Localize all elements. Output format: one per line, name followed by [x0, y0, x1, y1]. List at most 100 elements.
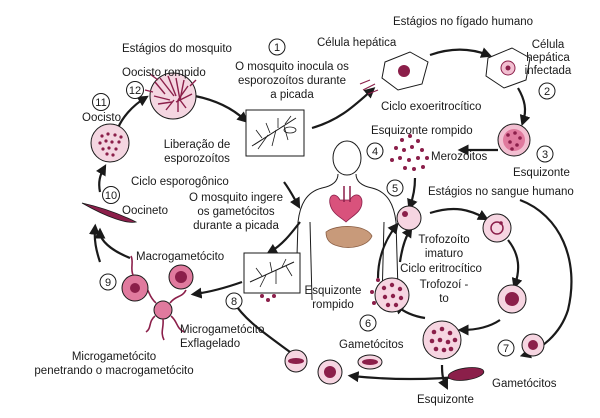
- label-esquizonte-right: Esquizonte: [513, 167, 570, 179]
- labels: Estágios do mosquito Célula hepática Est…: [34, 16, 573, 406]
- label-inocula-3: a picada: [270, 89, 314, 101]
- step-7: 7: [497, 339, 515, 357]
- label-oocineto: Oocineto: [122, 205, 168, 217]
- arrow-mosquito-to-human: [283, 181, 301, 209]
- step-11: 11: [92, 93, 110, 111]
- arrow-ookinete-to-oocyst: [95, 164, 107, 193]
- label-esquizonte-rompido-mid-2: rompido: [312, 299, 354, 311]
- ruptured-oocyst-image: [144, 72, 197, 120]
- svg-text:3: 3: [542, 149, 548, 161]
- label-oocisto-rompido: Oocisto rompido: [122, 67, 206, 79]
- label-celula-infectada-2: hepática: [526, 52, 570, 64]
- label-ingere-2: os gametócitos: [197, 206, 275, 218]
- mosquito-bite-image: [245, 109, 305, 157]
- arrow-liver-to-infected: [429, 47, 493, 58]
- arrow-esquizonte-bottom: [438, 364, 448, 390]
- label-merozoitos: Merozoitos: [431, 151, 487, 163]
- label-microgametocito-1: Microgametócito: [180, 324, 264, 336]
- label-penetrando-2: penetrando o macrogametócito: [34, 365, 193, 377]
- label-estagios-figado: Estágios no fígado humano: [393, 16, 533, 28]
- label-macrogametocito: Macrogametócito: [136, 251, 224, 263]
- label-trofozoito-2: imaturo: [425, 248, 463, 260]
- oocyst-image: [90, 123, 130, 163]
- label-ciclo-exo: Ciclo exoeritrocítico: [381, 101, 481, 113]
- label-inocula-1: O mosquito inocula os: [235, 61, 349, 73]
- step-8: 8: [225, 292, 243, 310]
- label-trofozoi-2: to: [439, 293, 449, 305]
- arrow-blood-1: [429, 207, 489, 221]
- svg-text:7: 7: [503, 343, 509, 355]
- step-6: 6: [359, 314, 377, 332]
- label-gametocitos-bottom: Gametócitos: [339, 339, 404, 351]
- label-trofozoi-1: Trofozoí -: [420, 279, 469, 291]
- label-oocisto: Oocisto: [82, 112, 121, 124]
- arrow-merozoites-to-blood: [407, 177, 418, 211]
- step-3: 3: [536, 145, 554, 163]
- liver-schizont-image: [497, 123, 531, 157]
- arrow-oocyst-to-bite: [194, 94, 249, 123]
- label-esquizonte-rompido-top: Esquizonte rompido: [371, 125, 473, 137]
- macrogametocyte-image: [168, 264, 194, 290]
- rbc-merozoite: [396, 205, 422, 231]
- label-microgametocito-2: Exflagelado: [180, 338, 240, 350]
- label-gametocitos-right: Gametócitos: [492, 378, 557, 390]
- ookinete-image: [81, 202, 138, 223]
- label-penetrando-1: Microgametócito: [72, 351, 156, 363]
- svg-text:8: 8: [231, 296, 237, 308]
- step-1: 1: [268, 38, 286, 56]
- arrow-inner-1: [398, 226, 413, 263]
- liver-cell-image: [359, 51, 429, 95]
- arrow-left-loop: [94, 227, 131, 260]
- step-4: 4: [366, 142, 384, 160]
- arrow-bite-to-liver: [311, 87, 376, 130]
- step-12: 12: [126, 81, 144, 99]
- label-estagios-sangue: Estágios no sangue humano: [428, 186, 574, 198]
- step-9: 9: [99, 273, 117, 291]
- step-5: 5: [386, 179, 404, 197]
- label-trofozoito-1: Trofozoíto: [418, 234, 469, 246]
- svg-text:6: 6: [365, 318, 371, 330]
- mosquito-ingest-image: [243, 252, 301, 302]
- label-esquizonte-rompido-mid-1: Esquizonte: [305, 285, 362, 297]
- step-10: 10: [102, 186, 120, 204]
- arrow-infected-to-schizont: [517, 87, 531, 127]
- infected-liver-cell-image: [485, 47, 531, 89]
- arrow-oocyst-to-ruptured: [116, 95, 149, 129]
- svg-text:12: 12: [129, 85, 141, 97]
- arrow-blood-3: [457, 319, 501, 336]
- svg-text:10: 10: [105, 190, 117, 202]
- ruptured-schizont-top-image: [390, 134, 429, 171]
- label-esquizonte-bottom: Esquizonte: [417, 394, 474, 406]
- zygote-image: [121, 255, 149, 302]
- step-numbers: 1 2 3 4 5 6 7 8 9 10 11 12: [92, 38, 556, 357]
- label-celula-hepatica: Célula hepática: [317, 37, 397, 49]
- label-celula-infectada-3: infectada: [525, 65, 572, 77]
- svg-text:5: 5: [392, 183, 398, 195]
- arrow-blood-2: [507, 239, 523, 290]
- label-estagios-mosquito: Estágios do mosquito: [122, 43, 232, 55]
- svg-text:2: 2: [544, 86, 550, 98]
- svg-text:4: 4: [372, 146, 378, 158]
- human-figure-image: [295, 140, 399, 301]
- label-ingere-1: O mosquito ingere: [189, 192, 283, 204]
- arrow-ingest-to-gametocytes: [190, 280, 243, 299]
- erythrocytic-cells: [284, 205, 545, 385]
- rbc-ring: [482, 213, 512, 243]
- svg-text:1: 1: [274, 42, 280, 54]
- step-2: 2: [538, 82, 556, 100]
- label-celula-infectada-1: Célula: [532, 39, 565, 51]
- arrow-blood-5: [376, 222, 399, 279]
- svg-text:11: 11: [95, 97, 106, 109]
- label-ciclo-esporo: Ciclo esporogônico: [131, 176, 229, 188]
- label-ingere-3: durante a picada: [193, 220, 279, 232]
- label-ciclo-eritro: Ciclo eritrocítico: [400, 263, 482, 275]
- label-liberacao-1: Liberação de: [164, 139, 231, 151]
- svg-text:9: 9: [105, 277, 111, 289]
- label-inocula-2: esporozoítos durante: [238, 75, 346, 87]
- label-liberacao-2: esporozoítos: [164, 153, 230, 165]
- arrow-outer-loop: [519, 198, 573, 359]
- gametocyte-crescent: [447, 367, 485, 381]
- exflagellated-microgametocyte-image: [143, 285, 187, 341]
